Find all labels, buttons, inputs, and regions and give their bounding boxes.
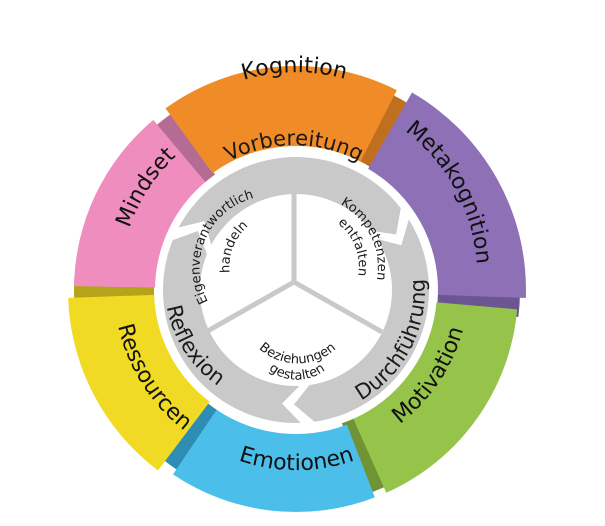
phase-arrow-vorbereitung (178, 157, 401, 245)
segment-motivation (352, 302, 518, 493)
segment-emotionen (172, 409, 375, 512)
segment-kognition (165, 65, 397, 174)
segment-metakognition (368, 92, 526, 298)
center-label-beziehungen-line2: gestalten (266, 361, 327, 384)
segment-fold-emotionen (161, 402, 219, 472)
segment-ressourcen (68, 294, 210, 471)
center-dividers (204, 180, 384, 335)
center-disc (202, 196, 390, 384)
phase-arrow-durchfuehrung (294, 219, 429, 422)
divider-right (292, 279, 384, 335)
segment-fold-mindset (154, 113, 216, 185)
segment-fold-motivation (341, 416, 388, 495)
segment-mindset (74, 119, 207, 288)
segment-fold-kognition (358, 93, 411, 168)
phase-ring (163, 157, 429, 423)
phase-arrow-reflexion (163, 231, 301, 423)
divider-left (204, 279, 296, 335)
